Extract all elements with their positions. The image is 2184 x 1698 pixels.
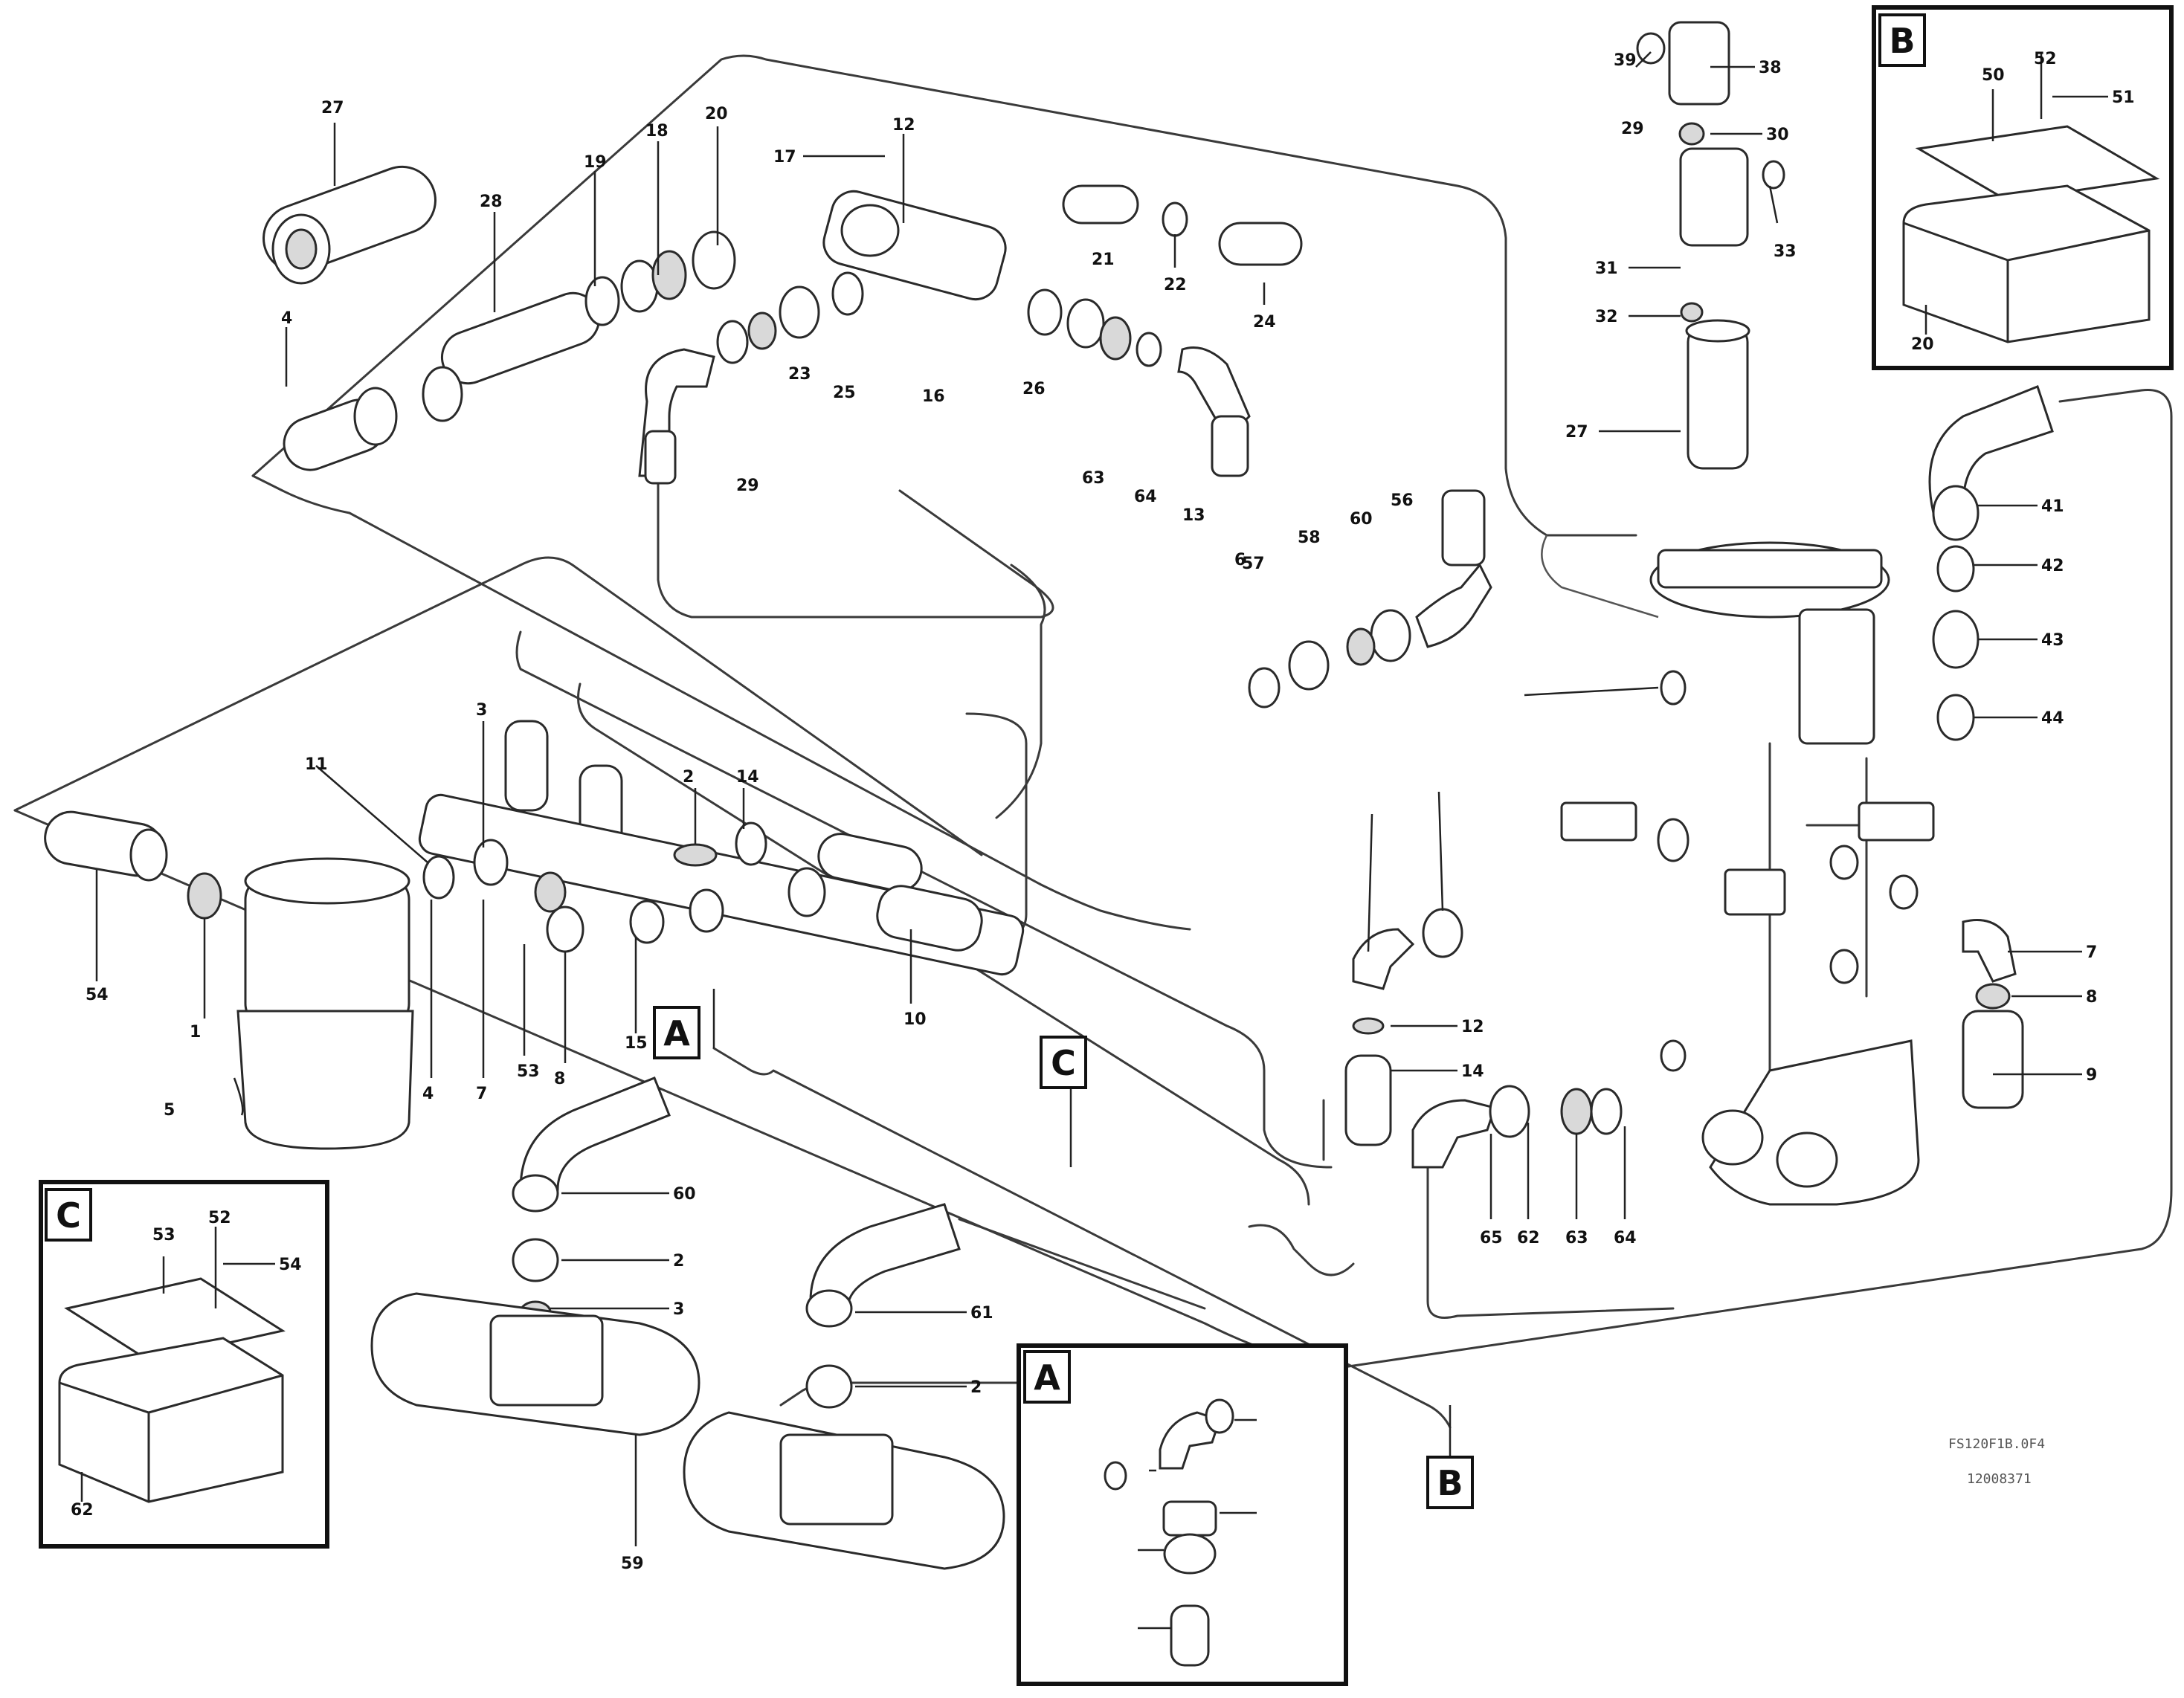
svg-text:A: A: [663, 1013, 690, 1053]
part-label: 58: [1298, 529, 1321, 547]
svg-text:B: B: [1437, 1463, 1463, 1503]
part-label: 3: [476, 701, 487, 720]
part-label: 4: [281, 309, 292, 328]
part-label: 32: [1595, 308, 1618, 326]
part-label: 42: [2041, 557, 2064, 575]
part-label: 21: [1092, 251, 1115, 269]
part-label: 27: [321, 99, 344, 117]
part-label: 2: [683, 768, 694, 787]
left-manifold-filter: [44, 720, 1025, 1150]
inset-a: A: [1017, 1343, 1348, 1686]
part-label: 61: [970, 1304, 993, 1323]
part-label: 11: [305, 755, 328, 774]
svg-text:62: 62: [71, 1501, 94, 1520]
part-label: 22: [1164, 276, 1187, 294]
part-label: 44: [2041, 709, 2064, 728]
upper-left-fittings: [262, 165, 1303, 471]
svg-text:FS120F1B.0F4: FS120F1B.0F4: [1948, 1436, 2045, 1452]
svg-text:50: 50: [1982, 66, 2005, 85]
upper-middle-fittings: [638, 271, 1687, 708]
part-label: 59: [621, 1555, 644, 1573]
svg-text:52: 52: [208, 1209, 231, 1227]
part-label: 14: [1461, 1062, 1484, 1081]
part-label: 63: [1565, 1229, 1588, 1247]
section-tag-c: C: [1040, 1036, 1087, 1089]
svg-text:52: 52: [2034, 50, 2057, 68]
inset-c: C 53 52 54 62: [39, 1180, 329, 1549]
part-label: 39: [1614, 51, 1637, 70]
part-label: 16: [922, 387, 945, 406]
svg-text:A: A: [1034, 1358, 1060, 1398]
right-valve-block: [1344, 21, 2024, 1206]
part-label: 4: [422, 1085, 434, 1103]
part-label: 33: [1774, 242, 1797, 261]
part-label: 64: [1614, 1229, 1637, 1247]
part-label: 23: [788, 365, 811, 384]
part-label: 56: [1391, 491, 1414, 510]
part-label: 24: [1253, 313, 1276, 332]
svg-text:C: C: [56, 1195, 81, 1236]
svg-text:53: 53: [152, 1226, 175, 1245]
part-label: 2: [673, 1252, 684, 1271]
part-label: 12: [1461, 1018, 1484, 1036]
right-riser-fittings: [1928, 385, 2054, 741]
part-label: 63: [1082, 469, 1105, 488]
part-label: 38: [1759, 59, 1782, 77]
part-label: 1: [190, 1023, 201, 1042]
svg-text:C: C: [1051, 1043, 1076, 1083]
part-label: 7: [476, 1085, 487, 1103]
part-label: 30: [1766, 126, 1789, 144]
part-label: 43: [2041, 631, 2064, 650]
part-label: 7: [2086, 943, 2097, 962]
part-label: 15: [625, 1034, 648, 1053]
part-label: 9: [2086, 1066, 2097, 1085]
drawing-codes: FS120F1B.0F4 12008371: [1948, 1436, 2045, 1487]
svg-text:51: 51: [2112, 88, 2135, 107]
part-label: 41: [2041, 497, 2064, 516]
part-label: 28: [480, 193, 503, 211]
part-label: 17: [773, 148, 796, 167]
part-label: 5: [164, 1101, 175, 1120]
section-tag-a: A: [653, 1006, 700, 1059]
part-label: 64: [1134, 488, 1157, 506]
svg-text:B: B: [1889, 21, 1915, 61]
part-label: 6: [1234, 551, 1246, 569]
inset-b: B 50 52 51 20: [1872, 5, 2174, 370]
part-label: 19: [584, 153, 607, 172]
svg-text:12008371: 12008371: [1967, 1471, 2032, 1487]
part-label: 27: [1565, 423, 1588, 442]
part-label: 8: [2086, 988, 2097, 1007]
part-label: 3: [673, 1300, 684, 1319]
part-label: 13: [1182, 506, 1205, 525]
part-label: 14: [736, 768, 759, 787]
part-label: 12: [892, 116, 915, 135]
part-label: 29: [736, 477, 759, 495]
svg-text:54: 54: [279, 1256, 302, 1274]
part-label: 25: [833, 384, 856, 402]
svg-text:20: 20: [1911, 335, 1934, 354]
part-label: 54: [86, 986, 109, 1004]
part-label: 20: [705, 105, 728, 123]
part-label: 60: [673, 1185, 696, 1204]
section-tag-b: B: [1426, 1456, 1474, 1509]
part-label: 18: [645, 122, 669, 141]
leader-lines: [95, 51, 2082, 1546]
part-label: 8: [554, 1070, 565, 1088]
part-label: 62: [1517, 1229, 1540, 1247]
lower-fittings: [370, 1076, 1005, 1570]
part-label: 10: [903, 1010, 927, 1029]
part-label: 2: [970, 1378, 982, 1397]
part-label: 57: [1242, 555, 1265, 573]
part-label: 53: [517, 1062, 540, 1081]
part-label: 60: [1350, 510, 1373, 529]
part-label: 65: [1480, 1229, 1503, 1247]
part-label: 26: [1022, 380, 1046, 398]
part-label: 29: [1621, 120, 1644, 138]
part-label: 31: [1595, 259, 1618, 278]
